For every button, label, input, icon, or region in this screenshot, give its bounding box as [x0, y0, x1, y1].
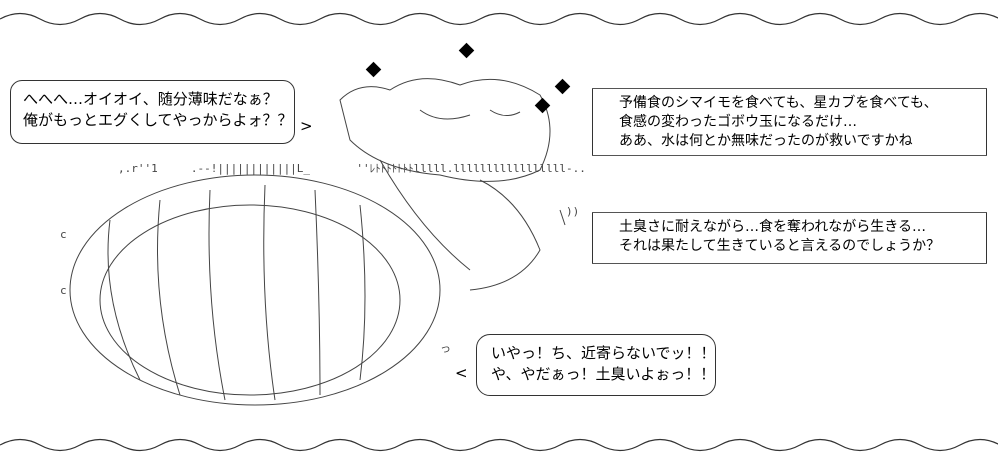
- speech-bubble-left: へへへ…オイオイ、随分薄味だなぁ？ 俺がもっとエグくしてやっからよォ？？: [10, 80, 295, 144]
- speech-bubble-bottom: いやっ！ち、近寄らないでッ！！ や、やだぁっ！土臭いよぉっ！！: [476, 334, 716, 396]
- art-leaf: [469, 179, 541, 291]
- speech-bubble-bottom-tail: <: [455, 364, 468, 382]
- bubble-bottom-line-1: いやっ！ち、近寄らないでッ！！: [491, 344, 716, 362]
- narration-box-top: 予備食のシマイモを食べても、星カブを食べても、 食感の変わったゴボウ玉になるだけ…: [592, 88, 987, 156]
- narration-top-line-3: ああ、水は何とか無味だったのが救いですかね: [619, 133, 913, 149]
- bottom-wave-border: [0, 438, 998, 452]
- art-face: [489, 109, 521, 116]
- bubble-bottom-line-2: や、やだぁっ！土臭いよぉっ！！: [491, 365, 716, 383]
- art-ridge: [314, 189, 321, 396]
- art-ridge: [359, 204, 366, 381]
- narration-mid-line-1: 土臭さに耐えながら…食を奪われながら生きる…: [619, 219, 927, 235]
- art-ridge: [263, 184, 276, 401]
- art-face: [419, 109, 471, 120]
- narration-top-line-2: 食感の変わったゴボウ玉になるだけ…: [619, 114, 857, 130]
- art-line: [559, 209, 566, 226]
- narration-top-line-1: 予備食のシマイモを食べても、星カブを食べても、: [619, 95, 938, 111]
- art-glyph: )): [566, 205, 580, 218]
- art-body-outline: [69, 174, 441, 406]
- art-arm: [379, 159, 471, 271]
- top-wave-border: [0, 12, 998, 26]
- narration-mid-line-2: それは果たして生きていると言えるのでしょうか？: [619, 238, 941, 254]
- art-ridge: [107, 219, 141, 381]
- bubble-left-line-2: 俺がもっとエグくしてやっからよォ？？: [23, 111, 293, 129]
- speech-bubble-left-tail: >: [300, 117, 313, 135]
- art-glyph: c: [60, 284, 67, 297]
- art-body-inner: [99, 204, 401, 396]
- bubble-left-line-1: へへへ…オイオイ、随分薄味だなぁ？: [23, 90, 278, 108]
- art-glyph: ,.r''1 .--!||||||||||||L_ ''ﾚﾄﾄﾄﾄﾄﾄﾄllll…: [118, 162, 586, 175]
- narration-box-middle: 土臭さに耐えながら…食を奪われながら生きる… それは果たして生きていると言えるの…: [592, 212, 987, 264]
- art-ridge: [157, 199, 181, 396]
- art-glyph: っ: [440, 342, 451, 355]
- art-glyph: c: [60, 228, 67, 241]
- art-ridge: [208, 189, 226, 401]
